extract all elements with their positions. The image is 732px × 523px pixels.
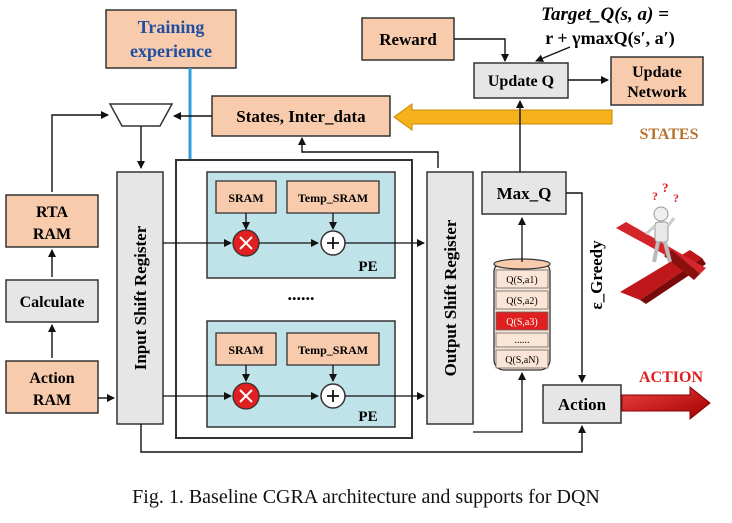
temp-sram-label: Temp_SRAM bbox=[298, 343, 368, 357]
svg-text:?: ? bbox=[652, 189, 658, 203]
target-q-line1: Target_Q(s, a) = bbox=[541, 4, 669, 25]
pe-block-2: SRAM Temp_SRAM PE bbox=[206, 320, 396, 428]
training-experience-line2: experience bbox=[130, 41, 212, 61]
calculate-label: Calculate bbox=[20, 294, 85, 311]
reward-arrow bbox=[454, 38, 509, 62]
action-ram-line2: RAM bbox=[33, 392, 71, 409]
svg-text:?: ? bbox=[662, 180, 669, 195]
calculate-box: Calculate bbox=[5, 279, 99, 323]
sram-label: SRAM bbox=[228, 343, 263, 357]
action-label: ACTION bbox=[639, 369, 703, 386]
input-mux bbox=[108, 103, 174, 127]
max-q-label: Max_Q bbox=[497, 184, 552, 203]
pe-block-1: SRAM Temp_SRAM PE bbox=[206, 171, 396, 279]
target-q-line2: r + γmaxQ(s′, a′) bbox=[545, 28, 674, 49]
states-label: STATES bbox=[640, 126, 699, 143]
sram-box bbox=[215, 180, 277, 214]
q-value-stack: Q(S,a1) Q(S,a2) Q(S,a3) ...... Q(S,aN) bbox=[493, 258, 551, 371]
bottom-return-arrow bbox=[140, 424, 586, 453]
rta-to-mux-arrow bbox=[51, 111, 109, 192]
sram-label: SRAM bbox=[228, 191, 263, 205]
target-q-formula: Target_Q(s, a) = r + γmaxQ(s′, a′) bbox=[541, 4, 675, 49]
states-box-label: States, Inter_data bbox=[236, 107, 366, 126]
pe-label: PE bbox=[358, 409, 377, 425]
pe-ellipsis: ...... bbox=[288, 284, 315, 304]
pe-label: PE bbox=[358, 259, 377, 275]
rta-ram-box: RTA RAM bbox=[5, 194, 99, 248]
input-shift-register: Input Shift Register bbox=[116, 171, 164, 425]
action-ram-line1: Action bbox=[29, 370, 74, 387]
update-q-box: Update Q bbox=[473, 62, 569, 99]
action-box: Action bbox=[542, 384, 622, 424]
temp-sram-box bbox=[286, 332, 380, 366]
action-ram-box: Action RAM bbox=[5, 360, 99, 414]
update-network-line1: Update bbox=[632, 64, 682, 81]
q-item-2: Q(S,a2) bbox=[506, 296, 537, 307]
dqn-cgra-diagram: Reward Target_Q(s, a) = r + γmaxQ(s′, a′… bbox=[5, 4, 711, 453]
epsilon-greedy-label: ε_Greedy bbox=[587, 240, 606, 310]
reward-box: Reward bbox=[361, 17, 455, 61]
formula-arrow bbox=[535, 46, 571, 63]
output-to-q-arrow bbox=[473, 372, 526, 433]
reward-label: Reward bbox=[379, 30, 437, 49]
update-network-line2: Network bbox=[627, 84, 687, 101]
action-red-arrow bbox=[621, 385, 711, 421]
training-experience-box: Training experience bbox=[105, 9, 237, 69]
states-box: States, Inter_data bbox=[211, 95, 391, 137]
q-item-ellipsis: ...... bbox=[515, 335, 530, 346]
update-q-label: Update Q bbox=[488, 73, 554, 90]
input-shift-register-label: Input Shift Register bbox=[131, 225, 150, 370]
output-to-states-arrow bbox=[298, 137, 439, 168]
rta-ram-line2: RAM bbox=[33, 226, 71, 243]
update-network-box: Update Network bbox=[610, 56, 704, 106]
training-experience-line1: Training bbox=[138, 17, 205, 37]
svg-text:?: ? bbox=[673, 191, 679, 205]
q-item-n: Q(S,aN) bbox=[505, 355, 539, 366]
figure-caption: Fig. 1. Baseline CGRA architecture and s… bbox=[132, 486, 600, 508]
states-yellow-arrow bbox=[393, 103, 613, 131]
output-shift-register-label: Output Shift Register bbox=[441, 219, 460, 376]
temp-sram-box bbox=[286, 180, 380, 214]
temp-sram-label: Temp_SRAM bbox=[298, 191, 368, 205]
q-item-1: Q(S,a1) bbox=[506, 275, 537, 286]
q-item-3: Q(S,a3) bbox=[506, 317, 537, 328]
output-shift-register: Output Shift Register bbox=[426, 171, 474, 425]
max-q-box: Max_Q bbox=[481, 171, 567, 215]
action-box-label: Action bbox=[558, 395, 607, 414]
sram-box bbox=[215, 332, 277, 366]
rta-ram-line1: RTA bbox=[36, 204, 68, 221]
maxq-to-action-arrow bbox=[566, 192, 586, 383]
decision-person-icon: ? ? ? bbox=[616, 180, 706, 304]
